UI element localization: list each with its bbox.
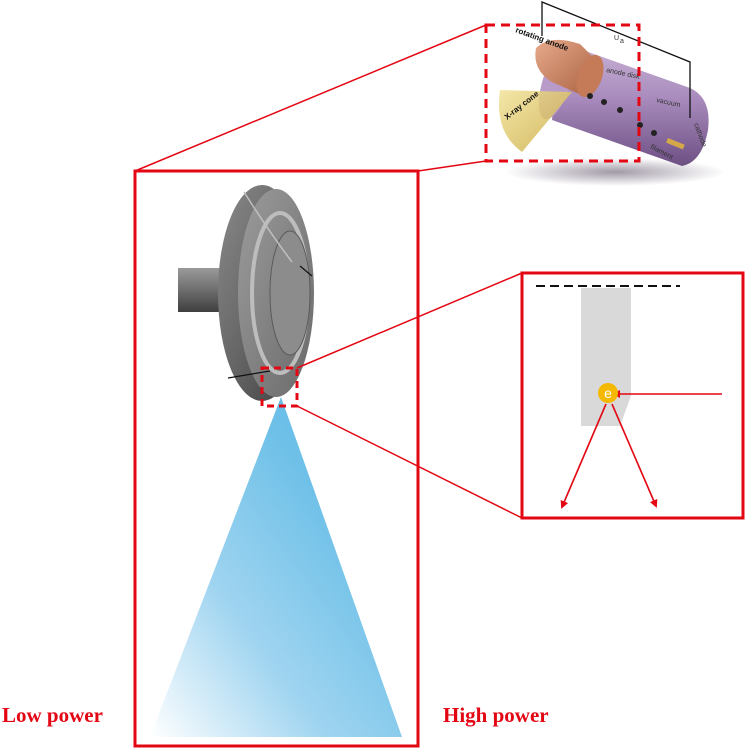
xray-arrow-right <box>611 403 658 508</box>
anode-disk <box>576 54 604 98</box>
connector-line-top-right <box>417 160 487 172</box>
xray-beam <box>150 397 402 737</box>
main-view-frame <box>133 169 420 748</box>
voltage-label: U <box>614 35 619 42</box>
anode-inner-face <box>269 230 311 356</box>
focal-spot-box <box>260 366 299 408</box>
filament <box>666 138 685 150</box>
high-power-label: High power <box>443 703 549 727</box>
voltage-subscript: a <box>620 38 624 45</box>
vacuum-label: vacuum <box>656 97 682 109</box>
anode-seam-2 <box>299 265 313 277</box>
electron-label: e <box>604 385 612 401</box>
xray-tube-inset: U a rotating anode anode disk vacuum X-r… <box>498 1 725 186</box>
tube-shadow <box>505 158 725 186</box>
connector-line-detail-bottom <box>296 405 523 519</box>
inset-highlight-box <box>484 23 641 163</box>
voltage-wire <box>541 1 691 118</box>
xray-cone <box>498 90 572 152</box>
anode-seam <box>227 370 271 379</box>
xray-arrow-left <box>560 403 607 509</box>
electron-dots <box>587 93 657 136</box>
anode-edge-highlight <box>243 191 293 263</box>
connector-line-top-left <box>134 24 487 172</box>
detail-view-frame <box>520 271 745 520</box>
low-power-label: Low power <box>2 703 103 727</box>
electron-particle <box>598 383 618 403</box>
connector-line-detail-top <box>296 272 523 369</box>
